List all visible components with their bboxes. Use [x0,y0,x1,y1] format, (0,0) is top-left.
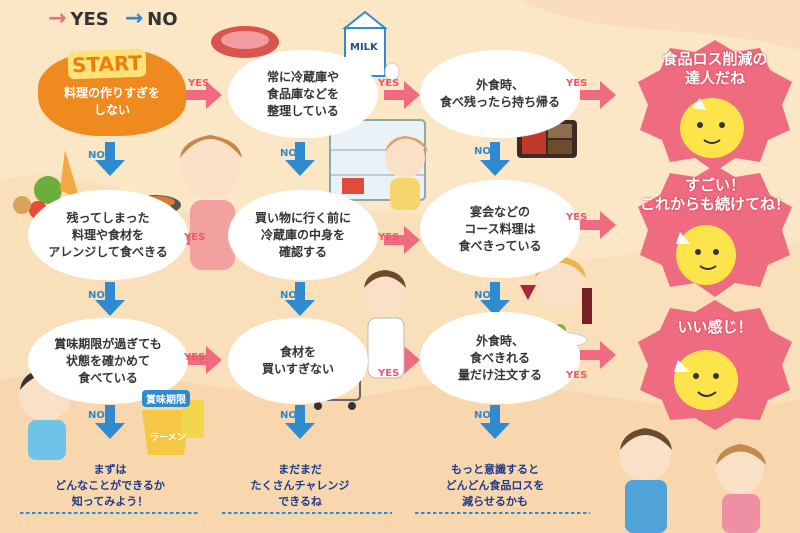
no-label: NO [88,150,105,161]
yes-arrow-icon: → [48,6,67,31]
tip-try-first: まずは どんなことができるか 知ってみよう！ [55,463,165,508]
question-text: 宴会などの コース料理は 食べきっている [458,204,542,253]
expiry-label: 賞味期限 [142,390,190,407]
question-node-takeout-leftovers: 外食時、 食べ残ったら持ち帰る [420,50,580,138]
mascot-character-2 [676,225,736,285]
result-title-master: 食品ロス削減の 達人だね [662,50,768,87]
question-node-expiry-check: 賞味期限が過ぎても 状態を確かめて 食べている [28,318,188,404]
yes-label: YES [378,368,400,379]
question-node-arrange-leftovers: 残ってしまった 料理や食材を アレンジして食べきる [28,190,188,280]
no-arrow-icon: → [124,6,144,31]
legend-no-label: NO [147,8,178,30]
question-node-organize-fridge: 常に冷蔵庫や 食品庫などを 整理している [228,50,378,138]
no-label: NO [88,290,105,301]
question-text: 賞味期限が過ぎても 状態を確かめて 食べている [54,336,162,385]
no-label: NO [474,290,491,301]
result-title-good: いい感じ！ [677,318,753,336]
start-tag: START [67,48,147,80]
question-text: 常に冷蔵庫や 食品庫などを 整理している [266,69,339,118]
meat-illustration [211,26,279,58]
question-text: 外食時、 食べ残ったら持ち帰る [439,78,560,109]
question-node-finish-course: 宴会などの コース料理は 食べきっている [420,180,580,278]
question-node-order-right-amount: 外食時、 食べきれる 量だけ注文する [420,312,580,404]
no-label: NO [280,148,297,159]
legend-yes: → YES [48,8,109,30]
legend-no: → NO [125,8,178,30]
vegetables-illustration [13,150,80,219]
question-text: 外食時、 食べきれる 量だけ注文する [457,333,542,382]
no-label: NO [280,290,297,301]
no-label: NO [280,410,297,421]
mascot-character-3 [674,350,738,410]
couple-illustration [619,428,766,533]
question-text: 買い物に行く前に 冷蔵庫の中身を 確認する [254,210,351,259]
mascot-character-1 [680,98,744,158]
start-question: 料理の作りすぎを しない [63,86,160,117]
yes-label: YES [566,212,588,223]
ramen-label: ラーメン [150,433,186,443]
yes-label: YES [566,370,588,381]
result-title-great: すごい！ これからも続けてね！ [639,176,790,213]
tip-divider [222,512,392,514]
tip-divider [20,512,200,514]
question-node-dont-overbuy: 食材を 買いすぎない [228,318,368,404]
yes-label: YES [566,78,588,89]
fridge-woman-illustration [385,136,428,210]
no-label: NO [88,410,105,421]
question-node-check-fridge: 買い物に行く前に 冷蔵庫の中身を 確認する [228,190,378,280]
tip-more-challenges: まだまだ たくさんチャレンジ できるね [250,463,350,508]
legend-yes-label: YES [70,8,109,30]
yes-label: YES [378,78,400,89]
ramen-cup-illustration [142,400,204,455]
yes-label: YES [188,78,210,89]
yes-label: YES [378,232,400,243]
milk-label: MILK [350,42,378,53]
tip-divider [415,512,590,514]
yes-label: YES [184,352,206,363]
no-label: NO [474,410,491,421]
yes-arrow [580,341,616,369]
yes-label: YES [184,232,206,243]
no-label: NO [474,146,491,157]
tip-reduce-more: もっと意識すると どんどん食品ロスを 減らせるかも [445,463,545,508]
legend: → YES → NO [48,8,178,30]
question-text: 残ってしまった 料理や食材を アレンジして食べきる [48,210,168,259]
question-text: 食材を 買いすぎない [261,345,334,376]
